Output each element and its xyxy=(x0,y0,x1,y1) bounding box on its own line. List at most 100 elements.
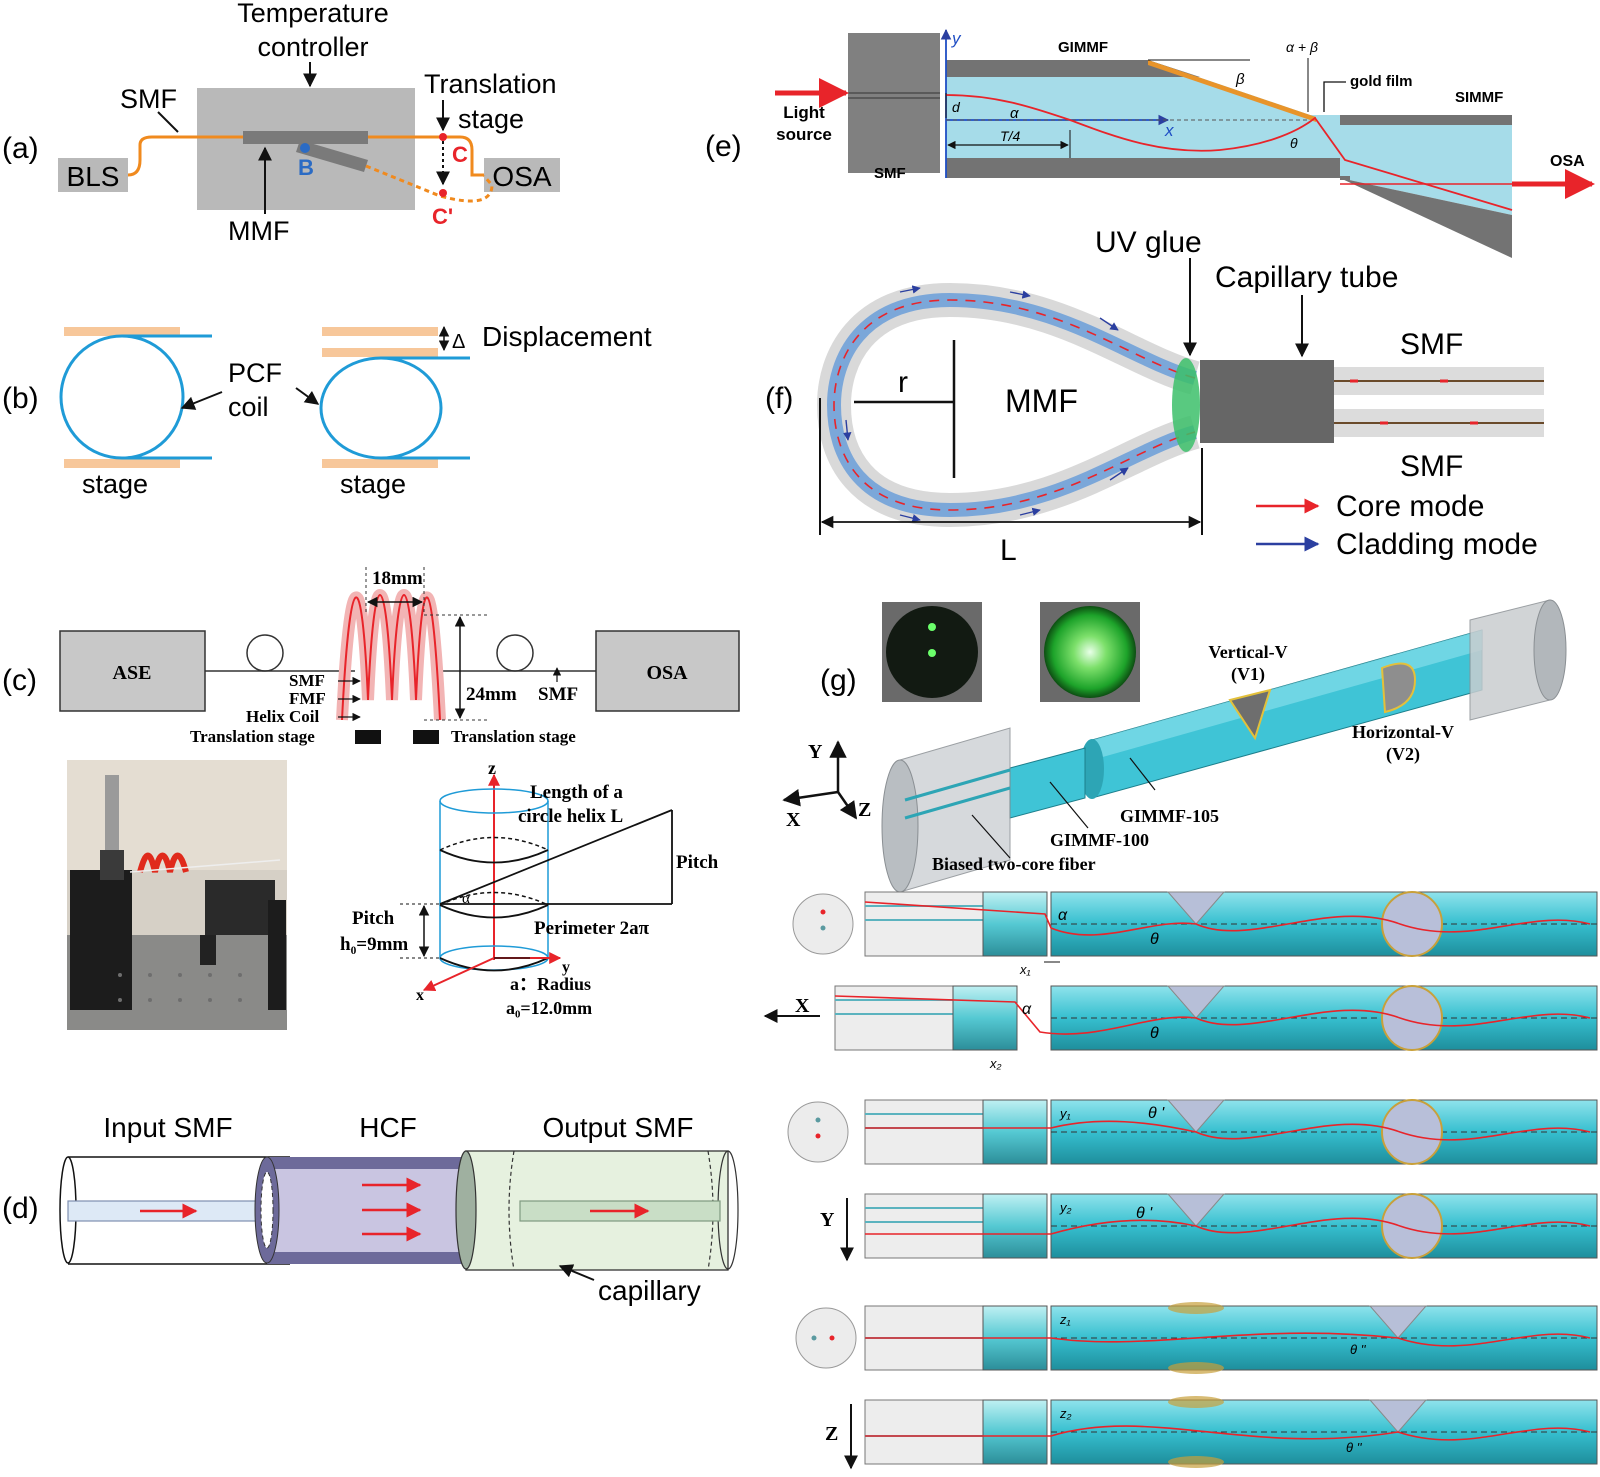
uv-glue xyxy=(1172,358,1200,452)
point-b-dot xyxy=(300,143,310,153)
polarizer-left xyxy=(246,634,284,672)
pcf-label-2: coil xyxy=(228,392,269,422)
point-c-label: C xyxy=(452,142,468,167)
panel-d: (d) Input SMF HCF Output SMF capillary xyxy=(2,1112,739,1306)
mode-rows: α θ x₁ X α θ x₂ xyxy=(763,891,1598,1470)
panel-g: (g) Vertical-V (V1) Horizontal-V (V2) xyxy=(763,599,1598,1470)
ase-box xyxy=(59,630,206,712)
translation-left-label: Translation stage xyxy=(190,727,315,746)
panel-e: (e) Light source SMF x y d α T/4 β α + β xyxy=(705,28,1595,258)
translation-stage-left xyxy=(355,730,381,744)
osa-label-a: OSA xyxy=(492,161,551,192)
temp-controller-label-2: controller xyxy=(257,32,368,62)
biased-fiber-label: Biased two-core fiber xyxy=(932,854,1096,874)
helix-geometry-diagram: z α y x Length of a circle helix L Pitch… xyxy=(340,758,719,1018)
stage-right-label: stage xyxy=(340,469,406,499)
translation-label-2: stage xyxy=(458,104,524,134)
z-axis-label: z xyxy=(488,758,496,778)
pitch-18-label: 18mm xyxy=(372,568,423,589)
smf-top-label: SMF xyxy=(1400,328,1463,361)
row-4: Y y₂ θ ' xyxy=(820,1193,1598,1262)
gimmf105-label: GIMMF-105 xyxy=(1120,806,1219,826)
row-5: z₁ θ '' xyxy=(795,1302,1598,1374)
ray-path-e xyxy=(945,94,1513,211)
r-label: r xyxy=(898,366,908,399)
gimmf100-label: GIMMF-100 xyxy=(1050,830,1149,850)
simmf-core xyxy=(1340,115,1512,215)
capillary-label: capillary xyxy=(598,1275,701,1306)
perimeter-label: Perimeter 2aπ xyxy=(534,918,650,939)
panel-e-label: (e) xyxy=(705,130,742,163)
point-c2-dot xyxy=(439,189,447,197)
delta-label: Δ xyxy=(452,331,465,353)
row-5-offset: z₁ xyxy=(1059,1312,1071,1327)
mmf-label-f: MMF xyxy=(1005,383,1078,419)
smf-block-e xyxy=(848,33,940,173)
alpha-label-e: α xyxy=(1010,105,1019,122)
t4-label: T/4 xyxy=(1000,128,1020,144)
row-2-offset: x₂ xyxy=(989,1056,1002,1071)
theta-label-e: θ xyxy=(1290,135,1298,151)
stage-left-label: stage xyxy=(82,469,148,499)
horizontal-v-label-1: Horizontal-V xyxy=(1352,722,1454,742)
row-6-offset: z₂ xyxy=(1059,1406,1072,1421)
temp-controller-label-1: Temperature xyxy=(237,0,389,28)
smf-left-fiber xyxy=(127,135,243,177)
panel-b: (b) stage stage Δ Displacement PCF coil xyxy=(2,321,652,499)
pitch-label-left: Pitch xyxy=(352,908,395,929)
capillary-tube xyxy=(1200,360,1334,443)
light-source-label-1: Light xyxy=(783,103,825,122)
cladding-mode-label: Cladding mode xyxy=(1336,528,1538,561)
d-label: d xyxy=(952,99,961,115)
axis-z-label-g: Z xyxy=(858,799,871,821)
beta-label: β xyxy=(1235,71,1245,88)
vertical-v-groove xyxy=(1228,688,1272,741)
smf-bottom-label: SMF xyxy=(1400,450,1463,483)
row-3-offset: y₁ xyxy=(1059,1106,1071,1121)
panel-d-label: (d) xyxy=(2,1192,39,1225)
row-6: Z z₂ θ '' xyxy=(825,1396,1598,1470)
osa-label-c: OSA xyxy=(646,662,688,684)
horizontal-v-label-2: (V2) xyxy=(1386,744,1420,765)
mmf-core-mode xyxy=(833,299,1196,511)
row-2-dir: X xyxy=(795,995,810,1017)
osa-box xyxy=(484,158,560,192)
height-24-label: 24mm xyxy=(466,684,517,705)
hcf-label: HCF xyxy=(359,1112,417,1143)
panel-c: (c) ASE OSA 18mm 24mm SMF SMF FMF Helix … xyxy=(2,567,740,1030)
ase-label: ASE xyxy=(113,662,152,684)
radius-label: a：Radius xyxy=(510,974,591,994)
pitch-value-label: h₀=9mm xyxy=(340,934,408,955)
l-label: L xyxy=(1000,534,1017,567)
alpha-label-c: α xyxy=(462,891,470,907)
panel-a: (a) Temperature controller BLS OSA SMF T… xyxy=(2,0,560,246)
bls-label: BLS xyxy=(67,161,120,192)
light-source-label-2: source xyxy=(776,125,832,144)
axis-x-label-g: X xyxy=(786,809,801,831)
simmf-label: SIMMF xyxy=(1455,89,1503,106)
displacement-label: Displacement xyxy=(482,321,652,352)
smf-right-fiber xyxy=(368,135,484,177)
row-2: X α θ x₂ xyxy=(763,985,1598,1071)
translation-label-1: Translation xyxy=(424,69,557,99)
axis-y-label-g: Y xyxy=(808,741,823,763)
row-6-dir: Z xyxy=(825,1423,838,1445)
row-3-angle: θ ' xyxy=(1148,1105,1165,1122)
point-b-label: B xyxy=(298,155,314,180)
alpha-beta-label: α + β xyxy=(1286,39,1318,55)
y-axis-label-c: y xyxy=(562,959,570,976)
horizontal-v-groove xyxy=(1380,662,1417,714)
row-4-dir: Y xyxy=(820,1209,835,1231)
pcf-label-1: PCF xyxy=(228,358,282,388)
osa-label-e: OSA xyxy=(1550,153,1585,170)
row-2-angle: θ xyxy=(1150,1025,1159,1042)
fmf-label-c: FMF xyxy=(289,689,326,708)
row-6-angle: θ '' xyxy=(1346,1440,1362,1455)
translation-stage-right xyxy=(413,730,439,744)
capillary-tube-label: Capillary tube xyxy=(1215,261,1398,294)
helix-coil-glow xyxy=(336,589,446,721)
bls-box xyxy=(58,158,128,192)
mmf-bar xyxy=(243,131,368,144)
row-5-angle: θ '' xyxy=(1350,1342,1366,1357)
smf-label-e: SMF xyxy=(874,165,906,182)
